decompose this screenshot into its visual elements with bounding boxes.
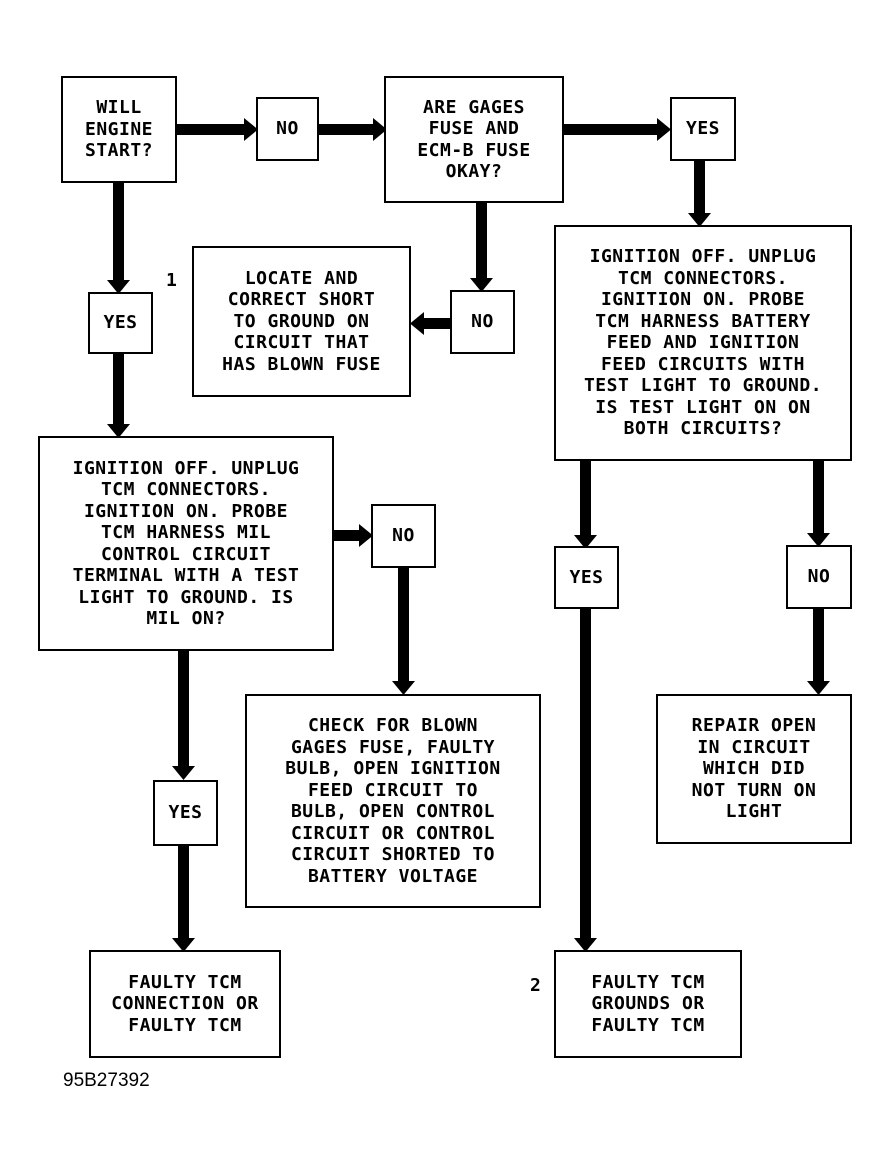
- step-marker-2: 2: [530, 975, 541, 996]
- yes-box-gages: YES: [670, 97, 736, 161]
- yes-label: YES: [103, 312, 138, 334]
- check-blown-fuse-box: CHECK FOR BLOWN GAGES FUSE, FAULTY BULB,…: [245, 694, 541, 908]
- faulty-tcm-grounds-box: FAULTY TCM GROUNDS OR FAULTY TCM: [554, 950, 742, 1058]
- locate-short-box: LOCATE AND CORRECT SHORT TO GROUND ON CI…: [192, 246, 411, 397]
- no-label: NO: [392, 525, 415, 547]
- arrowhead: [807, 533, 830, 547]
- gages-fuse-question-box: ARE GAGES FUSE AND ECM-B FUSE OKAY?: [384, 76, 564, 203]
- yes-label: YES: [685, 118, 720, 140]
- no-label: NO: [276, 118, 299, 140]
- connector-yes-to-faulty-grounds: [580, 608, 591, 940]
- connector-mil-to-yes: [178, 650, 189, 768]
- yes-label: YES: [569, 566, 604, 588]
- connector-yes-to-probe-feed: [694, 160, 705, 215]
- step-marker-1: 1: [166, 270, 177, 291]
- will-engine-start-text: WILL ENGINE START?: [84, 97, 154, 162]
- arrowhead: [107, 280, 130, 294]
- locate-short-text: LOCATE AND CORRECT SHORT TO GROUND ON CI…: [222, 267, 381, 375]
- yes-box-mil: YES: [153, 780, 218, 846]
- arrowhead: [172, 938, 195, 952]
- yes-label: YES: [168, 802, 203, 824]
- arrowhead: [410, 312, 424, 335]
- arrowhead: [807, 681, 830, 695]
- faulty-tcm-connection-box: FAULTY TCM CONNECTION OR FAULTY TCM: [89, 950, 281, 1058]
- connector-no-to-check: [398, 566, 409, 683]
- connector-start-to-yes: [113, 182, 124, 282]
- arrowhead: [244, 118, 258, 141]
- no-box-feed: NO: [786, 545, 852, 609]
- probe-battery-feed-text: IGNITION OFF. UNPLUG TCM CONNECTORS. IGN…: [583, 246, 823, 440]
- check-blown-fuse-text: CHECK FOR BLOWN GAGES FUSE, FAULTY BULB,…: [285, 715, 501, 887]
- connector-start-to-no: [177, 124, 245, 135]
- no-box-gages: NO: [450, 290, 515, 354]
- no-box-start: NO: [256, 97, 319, 161]
- arrowhead: [373, 118, 387, 141]
- connector-gages-to-no: [476, 202, 487, 280]
- repair-open-box: REPAIR OPEN IN CIRCUIT WHICH DID NOT TUR…: [656, 694, 852, 844]
- probe-mil-text: IGNITION OFF. UNPLUG TCM CONNECTORS. IGN…: [72, 457, 300, 630]
- connector-yes-to-faulty-connection: [178, 844, 189, 940]
- arrowhead: [107, 424, 130, 438]
- connector-yes-to-probe-mil: [113, 352, 124, 427]
- faulty-tcm-connection-text: FAULTY TCM CONNECTION OR FAULTY TCM: [111, 971, 259, 1036]
- repair-open-text: REPAIR OPEN IN CIRCUIT WHICH DID NOT TUR…: [691, 715, 817, 823]
- arrowhead: [470, 278, 493, 292]
- connector-gages-to-yes: [564, 124, 658, 135]
- arrowhead: [688, 213, 711, 227]
- probe-mil-box: IGNITION OFF. UNPLUG TCM CONNECTORS. IGN…: [38, 436, 334, 651]
- connector-no-to-repair: [813, 608, 824, 683]
- connector-feed-to-yes: [580, 460, 591, 537]
- arrowhead: [574, 535, 597, 549]
- connector-feed-to-no: [813, 460, 824, 535]
- yes-box-feed: YES: [554, 546, 619, 609]
- arrowhead: [574, 938, 597, 952]
- arrowhead: [359, 524, 373, 547]
- connector-no-to-gages: [319, 124, 374, 135]
- connector-no-to-locate: [423, 318, 451, 329]
- faulty-tcm-grounds-text: FAULTY TCM GROUNDS OR FAULTY TCM: [591, 971, 705, 1036]
- gages-fuse-question-text: ARE GAGES FUSE AND ECM-B FUSE OKAY?: [417, 96, 531, 183]
- arrowhead: [657, 118, 671, 141]
- yes-box-start: YES: [88, 292, 153, 354]
- no-label: NO: [807, 566, 831, 588]
- probe-battery-feed-box: IGNITION OFF. UNPLUG TCM CONNECTORS. IGN…: [554, 225, 852, 461]
- arrowhead: [392, 681, 415, 695]
- no-label: NO: [471, 311, 494, 333]
- figure-id: 95B27392: [63, 1070, 150, 1091]
- will-engine-start-box: WILL ENGINE START?: [61, 76, 177, 183]
- arrowhead: [172, 766, 195, 780]
- connector-mil-to-no: [333, 530, 361, 541]
- no-box-mil: NO: [371, 504, 436, 568]
